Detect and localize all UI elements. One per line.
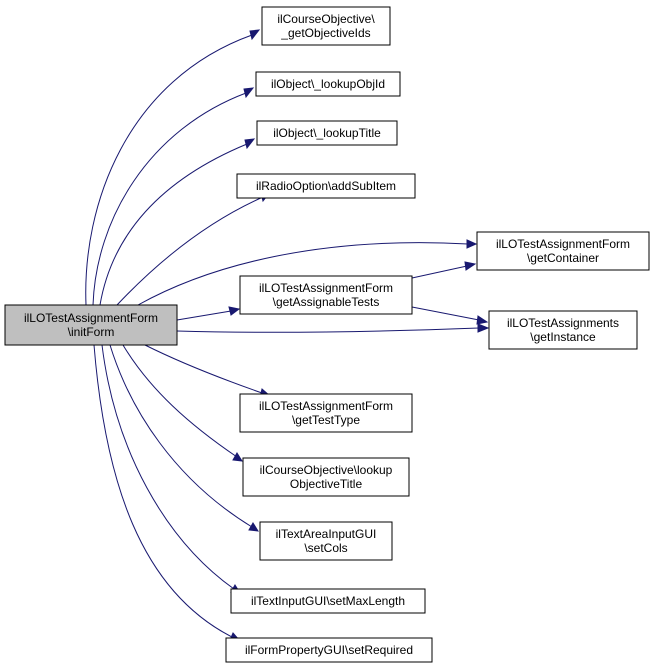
node-label-line: \getContainer: [527, 251, 599, 265]
node-label-line: ilFormPropertyGUI\setRequired: [245, 643, 413, 657]
nodes-layer: ilLOTestAssignmentForm\initFormilCourseO…: [4, 6, 650, 663]
node-box: [242, 457, 410, 497]
node-label-line: ilObject\_lookupObjId: [271, 77, 385, 91]
arrowhead: [228, 306, 241, 316]
arrowhead: [464, 261, 477, 271]
callee-node[interactable]: ilLOTestAssignmentForm\getTestType: [239, 393, 413, 433]
node-box: [259, 521, 393, 561]
node-label-line: \getTestType: [292, 413, 360, 427]
node-label-line: \getInstance: [530, 330, 596, 344]
arrowhead: [232, 452, 243, 462]
arrowhead: [243, 87, 255, 99]
callee-node[interactable]: ilLOTestAssignments\getInstance: [488, 310, 638, 350]
edge-line: [176, 310, 232, 321]
arrowhead: [476, 315, 489, 325]
edge-line: [109, 344, 253, 528]
node-box: [255, 71, 401, 97]
root-node[interactable]: ilLOTestAssignmentForm\initForm: [4, 304, 178, 346]
node-box: [476, 231, 650, 271]
callee-node[interactable]: ilTextInputGUI\setMaxLength: [230, 588, 426, 614]
call-edge-root-to-n7: [176, 323, 490, 333]
node-box: [225, 637, 433, 663]
node-label-line: ilCourseObjective\lookup: [260, 463, 393, 477]
arrowhead: [477, 323, 490, 333]
node-label-line: \getAssignableTests: [273, 295, 380, 309]
node-label-line: ilCourseObjective\: [277, 12, 375, 26]
callee-node[interactable]: ilFormPropertyGUI\setRequired: [225, 637, 433, 663]
call-edge-root-to-n9: [122, 344, 243, 462]
edge-line: [122, 344, 238, 458]
node-box: [236, 173, 416, 199]
arrowhead: [466, 239, 478, 249]
callee-node[interactable]: ilObject\_lookupObjId: [255, 71, 401, 97]
callee-node[interactable]: ilLOTestAssignmentForm\getContainer: [476, 231, 650, 271]
node-box: [261, 6, 391, 46]
node-box: [256, 120, 398, 146]
callee-node[interactable]: ilRadioOption\addSubItem: [236, 173, 416, 199]
node-label-line: ilLOTestAssignmentForm: [259, 399, 393, 413]
node-label-line: \initForm: [68, 325, 115, 339]
node-box: [230, 588, 426, 614]
edge-line: [85, 34, 253, 306]
call-edge-root-to-n11: [101, 344, 241, 594]
callee-node[interactable]: ilLOTestAssignmentForm\getAssignableTest…: [239, 275, 413, 315]
call-edge-root-to-n2: [92, 87, 255, 306]
edge-line: [116, 196, 264, 306]
node-label-line: _getObjectiveIds: [280, 26, 370, 40]
edge-line: [144, 344, 263, 394]
node-box: [488, 310, 638, 350]
arrowhead: [249, 29, 261, 41]
call-edge-root-to-n3: [99, 138, 256, 306]
callee-node[interactable]: ilObject\_lookupTitle: [256, 120, 398, 146]
arrowhead: [248, 522, 259, 532]
node-label-line: ObjectiveTitle: [290, 477, 363, 491]
arrowhead: [244, 138, 256, 150]
node-label-line: ilObject\_lookupTitle: [273, 126, 381, 140]
node-label-line: ilLOTestAssignmentForm: [24, 311, 158, 325]
call-edge-root-to-n5: [137, 239, 478, 306]
call-edge-root-to-n6: [176, 306, 241, 321]
edge-line: [93, 344, 233, 638]
node-box: [239, 275, 413, 315]
edge-line: [101, 344, 235, 590]
edge-line: [411, 306, 480, 321]
node-label-line: \setCols: [304, 541, 347, 555]
callee-node[interactable]: ilTextAreaInputGUI\setCols: [259, 521, 393, 561]
node-label-line: ilRadioOption\addSubItem: [256, 179, 396, 193]
call-edge-root-to-n8: [144, 344, 272, 398]
edge-line: [411, 265, 468, 279]
edge-line: [92, 92, 247, 306]
call-edge-root-to-n10: [109, 344, 259, 532]
callee-node[interactable]: ilCourseObjective\_getObjectiveIds: [261, 6, 391, 46]
node-box: [4, 304, 178, 346]
node-label-line: ilTextInputGUI\setMaxLength: [251, 594, 405, 608]
edge-line: [137, 242, 469, 306]
node-label-line: ilLOTestAssignmentForm: [259, 281, 393, 295]
node-label-line: ilLOTestAssignmentForm: [496, 237, 630, 251]
edge-line: [99, 143, 248, 306]
node-box: [239, 393, 413, 433]
edge-line: [176, 327, 480, 333]
call-edge-root-to-n12: [93, 344, 242, 642]
node-label-line: ilLOTestAssignments: [507, 316, 619, 330]
call-edge-n6-to-n7: [411, 306, 489, 325]
call-edge-root-to-n1: [85, 29, 261, 306]
node-label-line: ilTextAreaInputGUI: [276, 527, 377, 541]
call-edge-n6-to-n5: [411, 261, 477, 279]
